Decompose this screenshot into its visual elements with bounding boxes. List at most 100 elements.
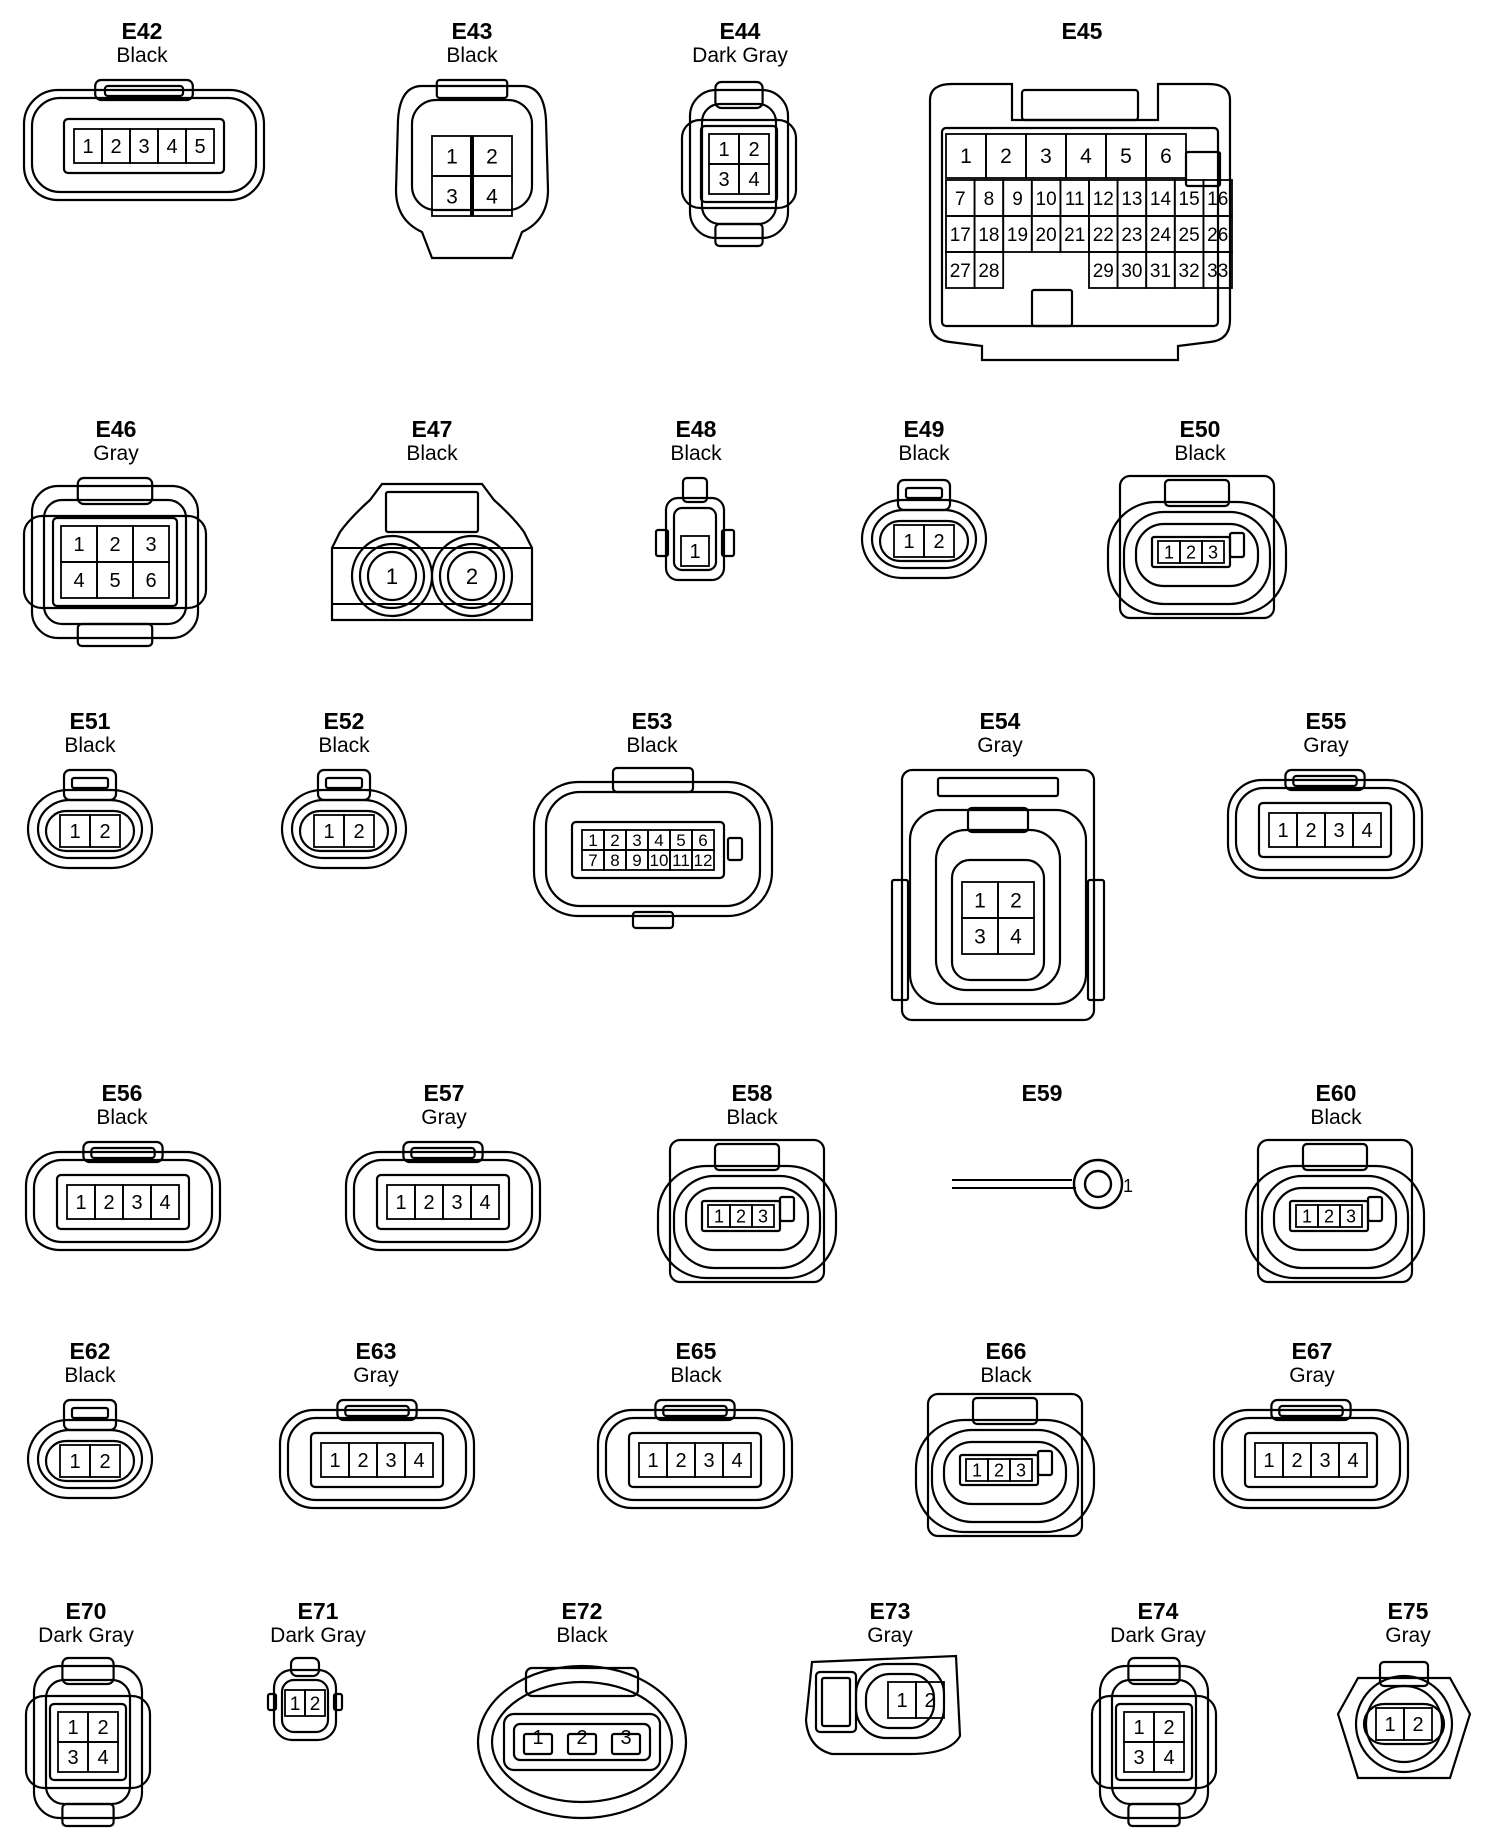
- pin-cell: [1352, 812, 1382, 848]
- pin-cell: [1201, 540, 1225, 564]
- pin-cell: [751, 1204, 775, 1228]
- connector-color-e57: Gray: [421, 1106, 467, 1129]
- pin-cell: [1338, 1442, 1368, 1478]
- pin-number: 4: [1080, 145, 1092, 168]
- pin-number: 1: [974, 890, 986, 913]
- connector-id-e58: E58: [731, 1080, 773, 1106]
- pin-number: 3: [1040, 145, 1052, 168]
- pin-number: 3: [718, 169, 729, 191]
- pin-number: 4: [1163, 1747, 1174, 1769]
- pin-number: 2: [610, 831, 619, 850]
- pin-number: 2: [1291, 1450, 1302, 1472]
- pin-cell: [150, 1184, 180, 1220]
- pin-number: 4: [1361, 820, 1372, 842]
- pin-number: 3: [446, 186, 458, 209]
- pin-number: 6: [698, 831, 707, 850]
- pin-number: 1: [1123, 1176, 1133, 1196]
- pin-number: 2: [110, 136, 121, 158]
- pin-number: 23: [1121, 225, 1142, 246]
- pin-number: 2: [1305, 820, 1316, 842]
- pin-number: 7: [955, 189, 966, 210]
- pin-number: 2: [994, 1460, 1004, 1480]
- connector-id-e75: E75: [1387, 1598, 1429, 1624]
- connector-color-e55: Gray: [1303, 734, 1349, 757]
- connector-id-e57: E57: [423, 1080, 465, 1106]
- pin-number: 4: [748, 169, 759, 191]
- connector-color-e63: Gray: [353, 1364, 399, 1387]
- connector-id-e73: E73: [869, 1598, 911, 1624]
- pin-number: 3: [1346, 1206, 1356, 1226]
- connector-id-e65: E65: [675, 1338, 717, 1364]
- pin-number: 3: [145, 534, 156, 556]
- connector-color-e43: Black: [446, 44, 498, 67]
- pin-number: 6: [145, 570, 156, 592]
- connector-color-e52: Black: [318, 734, 370, 757]
- pin-number: 1: [714, 1206, 724, 1226]
- connector-id-e66: E66: [985, 1338, 1027, 1364]
- connector-id-e42: E42: [121, 18, 163, 44]
- pin-number: 2: [357, 1450, 368, 1472]
- pin-number: 1: [323, 821, 334, 843]
- pin-number: 4: [166, 136, 177, 158]
- connector-id-e71: E71: [297, 1598, 339, 1624]
- connector-id-e60: E60: [1315, 1080, 1357, 1106]
- connector-color-e48: Black: [670, 442, 722, 465]
- pin-number: 1: [903, 531, 914, 553]
- pin-number: 1: [69, 1451, 80, 1473]
- pin-number: 3: [620, 1727, 631, 1749]
- connector-color-e44: Dark Gray: [692, 44, 788, 67]
- pin-number: 6: [1160, 145, 1172, 168]
- pin-number: 19: [1007, 225, 1028, 246]
- pin-number: 8: [984, 189, 995, 210]
- pin-number: 5: [1120, 145, 1132, 168]
- pin-number: 2: [423, 1192, 434, 1214]
- pin-number: 2: [103, 1192, 114, 1214]
- pin-number: 13: [1121, 189, 1142, 210]
- pin-number: 3: [758, 1206, 768, 1226]
- connector-id-e70: E70: [65, 1598, 107, 1624]
- pin-number: 1: [1302, 1206, 1312, 1226]
- pin-number: 15: [1179, 189, 1200, 210]
- pin-number: 2: [576, 1727, 587, 1749]
- pin-number: 2: [99, 821, 110, 843]
- pin-number: 2: [99, 1451, 110, 1473]
- connector-e59: 1: [952, 1142, 1136, 1222]
- pin-cell: [680, 535, 710, 567]
- pin-number: 1: [290, 1694, 301, 1715]
- pin-number: 1: [718, 139, 729, 161]
- pin-number: 5: [194, 136, 205, 158]
- pin-number: 1: [73, 534, 84, 556]
- pin-number: 4: [654, 831, 663, 850]
- pin-number: 17: [950, 225, 971, 246]
- pin-number: 20: [1036, 225, 1057, 246]
- pin-number: 1: [1277, 820, 1288, 842]
